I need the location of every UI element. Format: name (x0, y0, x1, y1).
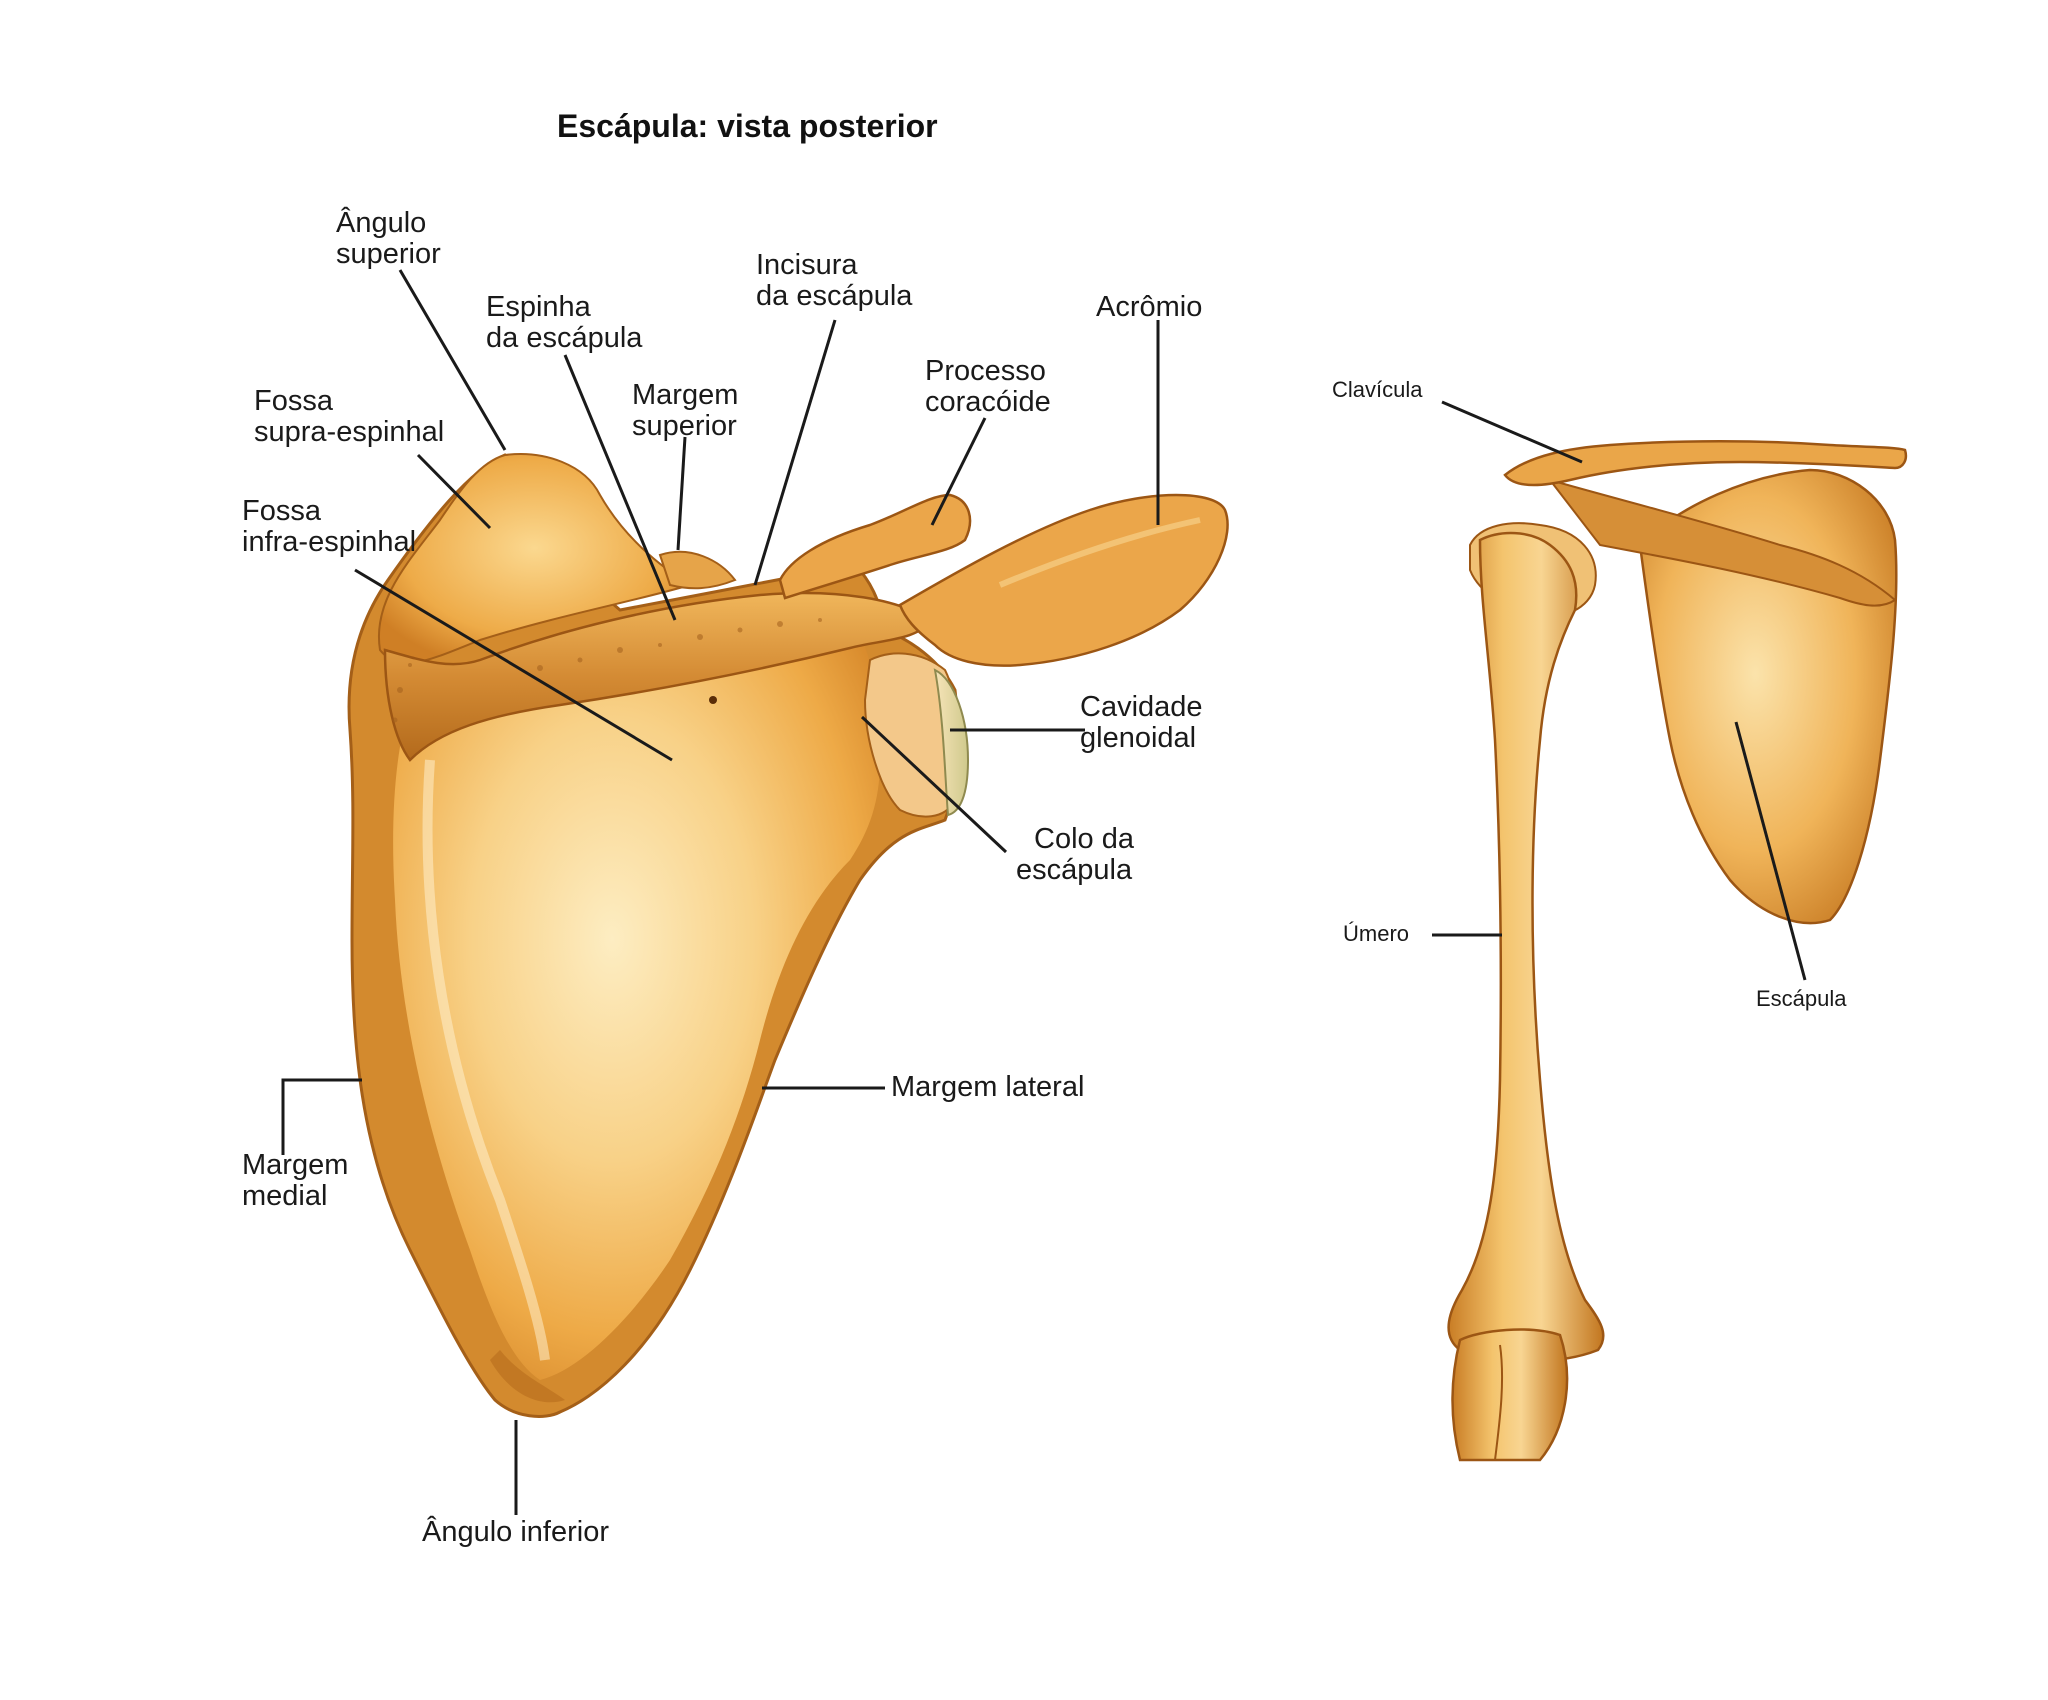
infraspinous-fossa (393, 620, 880, 1380)
label-escapula: Escápula (1756, 986, 1847, 1011)
scapular-spine (383, 591, 932, 762)
figure-title: Escápula: vista posterior (557, 108, 938, 144)
label-angulo-inferior: Ângulo inferior (422, 1516, 609, 1548)
label-acromio: Acrômio (1096, 291, 1203, 323)
label-margem-lateral: Margem lateral (891, 1071, 1085, 1103)
scapula-large (347, 453, 1229, 1418)
arm-figure (1447, 440, 1908, 1462)
supraspinous-fossa (377, 453, 693, 665)
coracoid-process (778, 493, 972, 600)
acromion (898, 493, 1229, 667)
forearm (1451, 1328, 1569, 1462)
glenoid-cavity-surface (933, 668, 970, 817)
clavicle-small (1503, 440, 1908, 487)
humerus-shaft (1447, 531, 1605, 1363)
label-umero: Úmero (1343, 921, 1410, 946)
leader-lines (281, 269, 1807, 1515)
label-clavicula: Clavícula (1332, 377, 1423, 402)
